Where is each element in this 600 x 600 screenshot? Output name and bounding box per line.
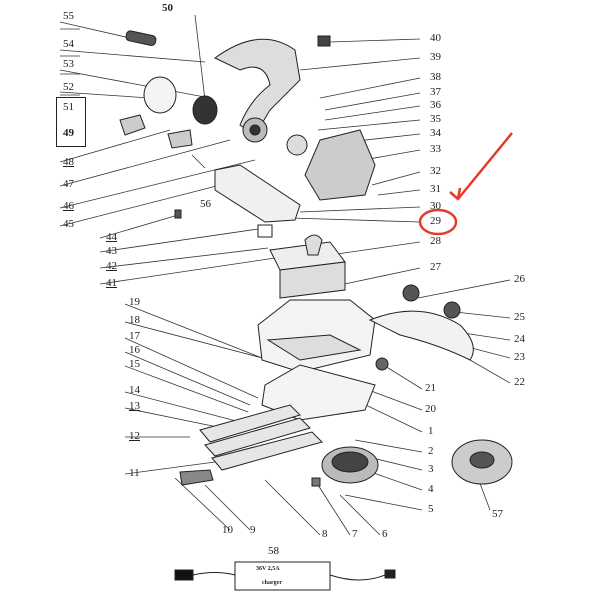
callout-26: 26 bbox=[514, 273, 525, 285]
callout-25: 25 bbox=[514, 311, 525, 323]
callout-8: 8 bbox=[322, 528, 328, 540]
callout-14: 14 bbox=[129, 384, 140, 396]
highlight-annotation bbox=[418, 132, 513, 236]
callout-45: 45 bbox=[63, 218, 74, 230]
callout-28: 28 bbox=[430, 235, 441, 247]
callout-42: 42 bbox=[106, 260, 117, 272]
callout-38: 38 bbox=[430, 71, 441, 83]
callout-7: 7 bbox=[352, 528, 358, 540]
callout-3: 3 bbox=[428, 463, 434, 475]
callout-5: 5 bbox=[428, 503, 434, 515]
charger-rating: 36V 2,5A bbox=[256, 566, 280, 572]
callout-29: 29 bbox=[430, 215, 441, 227]
callout-17: 17 bbox=[129, 330, 140, 342]
callout-56: 56 bbox=[200, 198, 211, 210]
callout-10: 10 bbox=[222, 524, 233, 536]
callout-15: 15 bbox=[129, 358, 140, 370]
callout-30: 30 bbox=[430, 200, 441, 212]
callout-22: 22 bbox=[514, 376, 525, 388]
callout-27: 27 bbox=[430, 261, 441, 273]
callout-37: 37 bbox=[430, 86, 441, 98]
callout-47: 47 bbox=[63, 178, 74, 190]
callout-36: 36 bbox=[430, 99, 441, 111]
callout-19: 19 bbox=[129, 296, 140, 308]
callout-40: 40 bbox=[430, 32, 441, 44]
callout-13: 13 bbox=[129, 400, 140, 412]
callout-21: 21 bbox=[425, 382, 436, 394]
callout-52: 52 bbox=[63, 81, 74, 93]
callout-9: 9 bbox=[250, 524, 256, 536]
callout-18: 18 bbox=[129, 314, 140, 326]
callout-53: 53 bbox=[63, 58, 74, 70]
callout-33: 33 bbox=[430, 143, 441, 155]
callout-23: 23 bbox=[514, 351, 525, 363]
callout-54: 54 bbox=[63, 38, 74, 50]
callout-49: 49 bbox=[63, 127, 74, 139]
callout-2: 2 bbox=[428, 445, 434, 457]
callout-51: 51 bbox=[63, 101, 74, 113]
callout-12: 12 bbox=[129, 430, 140, 442]
callout-1: 1 bbox=[428, 425, 434, 437]
callout-31: 31 bbox=[430, 183, 441, 195]
callout-50: 50 bbox=[162, 2, 173, 14]
callout-4: 4 bbox=[428, 483, 434, 495]
charger-name: charger bbox=[262, 580, 282, 586]
callout-11: 11 bbox=[129, 467, 140, 479]
callout-43: 43 bbox=[106, 245, 117, 257]
callout-48: 48 bbox=[63, 156, 74, 168]
callout-34: 34 bbox=[430, 127, 441, 139]
callout-24: 24 bbox=[514, 333, 525, 345]
callout-41: 41 bbox=[106, 277, 117, 289]
callout-46: 46 bbox=[63, 200, 74, 212]
callout-57: 57 bbox=[492, 508, 503, 520]
callout-44: 44 bbox=[106, 231, 117, 243]
callout-58: 58 bbox=[268, 545, 279, 557]
callout-32: 32 bbox=[430, 165, 441, 177]
callout-39: 39 bbox=[430, 51, 441, 63]
callout-55: 55 bbox=[63, 10, 74, 22]
callout-16: 16 bbox=[129, 344, 140, 356]
callout-35: 35 bbox=[430, 113, 441, 125]
callout-6: 6 bbox=[382, 528, 388, 540]
grouped-callout-box bbox=[56, 97, 86, 147]
callout-20: 20 bbox=[425, 403, 436, 415]
